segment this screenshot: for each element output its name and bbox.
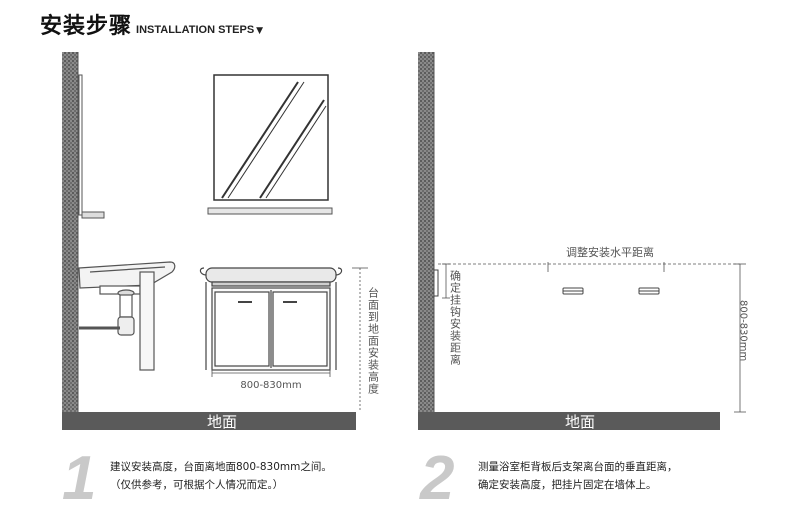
step1-side-shelf [81,211,105,219]
header-subtitle: INSTALLATION STEPS [136,24,255,36]
step2-floor [418,412,720,430]
step2-floor-label: 地面 [565,413,595,431]
step2-vertical-label: 确定挂钩安装距离 [449,270,462,366]
step2-description: 测量浴室柜背板后支架离台面的垂直距离， 确定安装高度，把挂片固定在墙体上。 [478,458,678,494]
step2-hook-right [638,287,660,295]
step1-floor-label: 地面 [207,413,237,431]
step2-diagram: 确定挂钩安装距离 调整安装水平距离 800-830mm 地面 [418,52,749,431]
step1-side-panel [78,74,83,216]
step1-cabinet-front [199,267,343,371]
step1-number: 1 [62,444,97,513]
header-title: 安装步骤 [40,14,133,39]
step1-basin-side [78,261,176,371]
down-triangle-icon: ▼ [256,26,264,36]
step1-wall [62,52,78,412]
step2-wall [418,52,434,412]
step1-mirror [207,74,333,215]
step2-number: 2 [420,444,455,513]
step1-diagram: 800-830mm 台面到地面安装高度 地面 [62,52,380,431]
step2-text-line1: 测量浴室柜背板后支架离台面的垂直距离， [478,461,678,473]
step1-floor [62,412,356,430]
step2-height-label: 800-830mm [738,300,749,361]
step2-hook-left [562,287,584,295]
step1-description: 建议安装高度，台面离地面800-830mm之间。 （仅供参考，可根据个人情况而定… [110,458,332,494]
section-header: 安装步骤 INSTALLATION STEPS ▼ [40,8,263,40]
step2-text-line2: 确定安装高度，把挂片固定在墙体上。 [478,479,657,491]
step2-horizontal-label: 调整安装水平距离 [566,245,654,259]
step1-text-line2: （仅供参考，可根据个人情况而定。） [110,479,284,491]
step1-width-label: 800-830mm [240,380,301,391]
step1-height-label: 台面到地面安装高度 [367,286,380,395]
step1-text-line1: 建议安装高度，台面离地面800-830mm之间。 [110,461,332,473]
